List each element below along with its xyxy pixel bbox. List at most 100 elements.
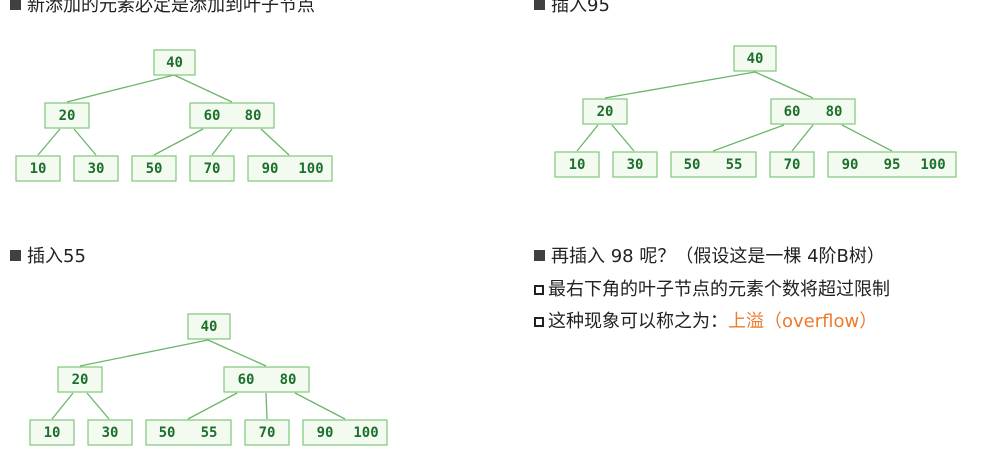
hollow-square-bullet-icon [534, 285, 544, 295]
tree3-leaf-10: 10 [29, 419, 75, 446]
tree1-leaf-70: 70 [189, 155, 235, 182]
tree3-leaf-90-100: 90 100 [302, 419, 388, 446]
edge [841, 124, 893, 152]
edge [265, 392, 268, 420]
key: 30 [102, 425, 119, 441]
tree2-node-20: 20 [582, 98, 628, 125]
tree3-node-60-80: 60 80 [223, 366, 310, 393]
tree2-leaf-50-55: 50 55 [670, 151, 757, 178]
edge [207, 339, 267, 367]
heading-text: 新添加的元素必定是添加到叶子节点 [27, 0, 315, 16]
tree1-node-20: 20 [44, 102, 90, 129]
key: 60 [238, 372, 255, 388]
tree2-leaf-30: 30 [612, 151, 658, 178]
tree1-leaf-90-100: 90 100 [247, 155, 333, 182]
key: 50 [684, 157, 701, 173]
edge [86, 392, 110, 420]
key: 55 [726, 157, 743, 173]
tree2-leaf-10: 10 [554, 151, 600, 178]
key: 30 [88, 161, 105, 177]
edge [66, 74, 175, 103]
bullet-square-icon [10, 250, 21, 261]
tree2-node-60-80: 60 80 [770, 98, 856, 125]
edge [294, 392, 346, 420]
edge [73, 128, 97, 156]
section-heading-insert-55: 插入55 [10, 246, 86, 268]
tree1-leaf-30: 30 [73, 155, 119, 182]
edge [187, 392, 238, 420]
overflow-term: 上溢（overflow） [728, 311, 878, 332]
edge [576, 124, 599, 152]
tree3-root-node: 40 [187, 313, 231, 340]
tree1-leaf-50: 50 [131, 155, 177, 182]
key: 60 [784, 104, 801, 120]
key: 80 [280, 372, 297, 388]
note-overflow-limit: 最右下角的叶子节点的元素个数将超过限制 [534, 279, 890, 301]
edge [712, 124, 785, 152]
tree1-root-node: 40 [153, 49, 196, 76]
tree3-leaf-70: 70 [244, 419, 290, 446]
key: 70 [784, 157, 801, 173]
key: 40 [166, 55, 183, 71]
key: 30 [627, 157, 644, 173]
tree1-leaf-10: 10 [15, 155, 61, 182]
tree1-node-60-80: 60 80 [189, 102, 275, 129]
key: 55 [201, 425, 218, 441]
edge [37, 128, 61, 156]
tree3-edges [51, 339, 346, 420]
edge [604, 71, 756, 99]
edge [754, 71, 814, 99]
key: 10 [44, 425, 61, 441]
note-text: 最右下角的叶子节点的元素个数将超过限制 [548, 279, 890, 300]
tree2-leaf-90-95-100: 90 95 100 [827, 151, 957, 178]
note-text: 这种现象可以称之为： [548, 311, 728, 332]
section-heading-leaf-insertion: 新添加的元素必定是添加到叶子节点 [10, 0, 315, 17]
key: 70 [204, 161, 221, 177]
key: 70 [259, 425, 276, 441]
bullet-square-icon [10, 0, 21, 10]
hollow-square-bullet-icon [534, 317, 544, 327]
note-text: 再插入 98 呢？（假设这是一棵 4阶B树） [551, 246, 885, 267]
note-insert-98: 再插入 98 呢？（假设这是一棵 4阶B树） [534, 246, 885, 268]
edge [260, 128, 290, 156]
key: 95 [884, 157, 901, 173]
key: 10 [569, 157, 586, 173]
key: 10 [30, 161, 47, 177]
heading-text: 插入55 [27, 246, 86, 267]
edge [611, 124, 635, 152]
tree1-edges [37, 74, 290, 156]
tree3-leaf-30: 30 [87, 419, 133, 446]
key: 60 [204, 108, 221, 124]
key: 100 [298, 161, 323, 177]
key: 40 [747, 51, 764, 67]
edge [211, 128, 233, 156]
key: 80 [826, 104, 843, 120]
edge [79, 339, 209, 367]
key: 90 [842, 157, 859, 173]
section-heading-insert-95: 插入95 [534, 0, 610, 17]
note-overflow-term: 这种现象可以称之为：上溢（overflow） [534, 311, 877, 333]
key: 50 [159, 425, 176, 441]
key: 50 [146, 161, 163, 177]
key: 20 [59, 108, 76, 124]
key: 40 [201, 319, 218, 335]
tree3-leaf-50-55: 50 55 [145, 419, 232, 446]
key: 90 [262, 161, 279, 177]
bullet-square-icon [534, 250, 545, 261]
key: 20 [72, 372, 89, 388]
key: 90 [317, 425, 334, 441]
tree2-root-node: 40 [733, 45, 777, 72]
key: 100 [353, 425, 378, 441]
key: 100 [920, 157, 945, 173]
edge [173, 74, 233, 103]
heading-text: 插入95 [551, 0, 610, 16]
edge [51, 392, 74, 420]
tree2-leaf-70: 70 [769, 151, 815, 178]
tree2-edges [576, 71, 893, 152]
bullet-square-icon [534, 0, 545, 10]
key: 80 [245, 108, 262, 124]
key: 20 [597, 104, 614, 120]
edge [153, 128, 204, 156]
edge [791, 124, 814, 152]
